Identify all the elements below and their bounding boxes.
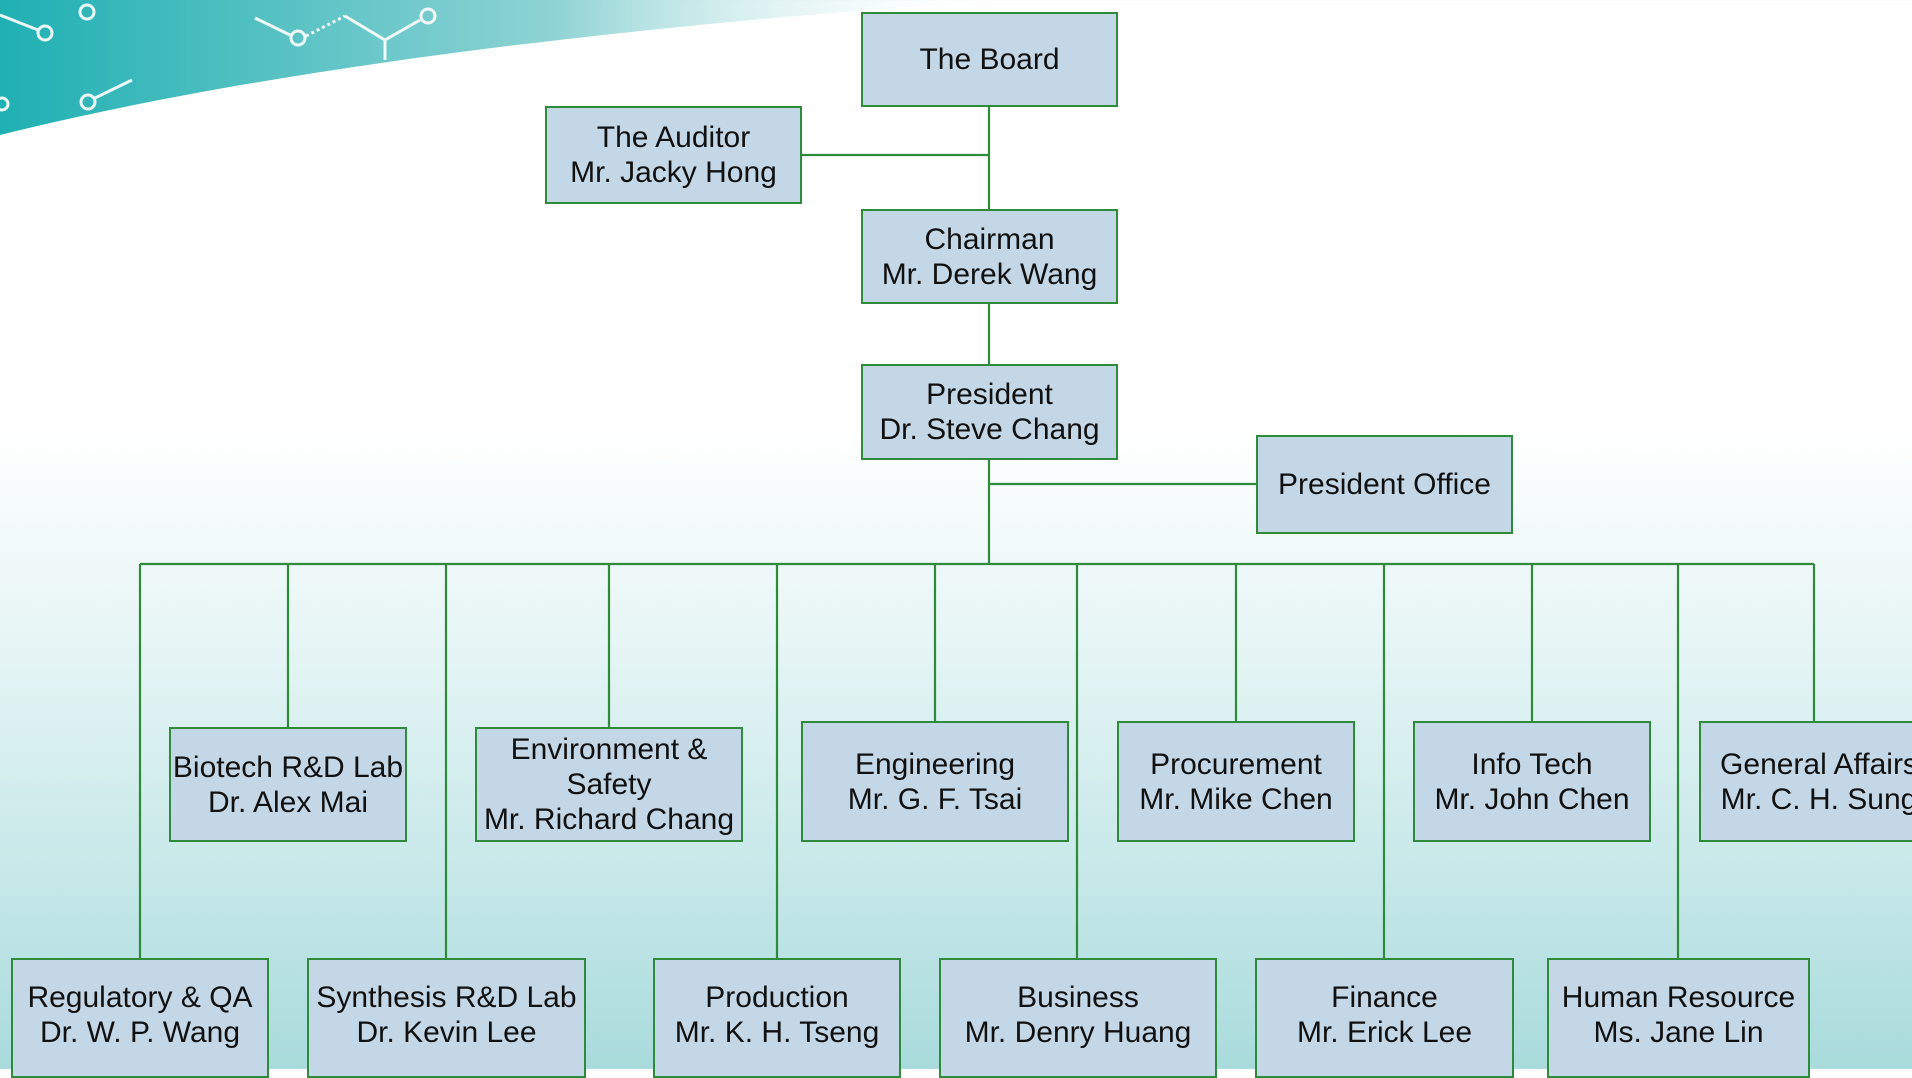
node-title: The Auditor xyxy=(596,121,751,154)
node-synthesis-rd-lab: Synthesis R&D Lab Dr. Kevin Lee xyxy=(307,958,586,1078)
node-title: Info Tech xyxy=(1471,747,1593,781)
node-title: President Office xyxy=(1278,468,1491,501)
node-chairman: Chairman Mr. Derek Wang xyxy=(861,209,1118,304)
node-title: Synthesis R&D Lab xyxy=(316,981,577,1014)
node-title-cont: Safety xyxy=(566,768,652,801)
node-general-affairs: General Affairs Mr. C. H. Sung xyxy=(1699,721,1912,842)
node-person: Dr. W. P. Wang xyxy=(39,1016,241,1049)
node-title: Human Resource xyxy=(1561,981,1796,1014)
node-person: Mr. Jacky Hong xyxy=(570,156,777,189)
node-regulatory-qa: Regulatory & QA Dr. W. P. Wang xyxy=(11,958,269,1078)
node-person: Mr. Denry Huang xyxy=(964,1016,1192,1049)
node-person: Ms. Jane Lin xyxy=(1593,1016,1764,1049)
node-president-office: President Office xyxy=(1256,435,1513,534)
node-human-resource: Human Resource Ms. Jane Lin xyxy=(1547,958,1810,1078)
node-title: Procurement xyxy=(1150,747,1322,781)
node-environment-safety: Environment & Safety Mr. Richard Chang xyxy=(475,727,743,842)
node-biotech-rd-lab: Biotech R&D Lab Dr. Alex Mai xyxy=(169,727,407,842)
node-title: Environment & xyxy=(510,733,708,766)
node-person: Mr. Derek Wang xyxy=(881,257,1098,291)
node-person: Mr. Mike Chen xyxy=(1139,782,1333,816)
node-person: Dr. Kevin Lee xyxy=(356,1016,537,1049)
node-the-auditor: The Auditor Mr. Jacky Hong xyxy=(545,106,802,204)
molecule-icon xyxy=(0,3,437,112)
node-the-board: The Board xyxy=(861,12,1118,107)
node-title: General Affairs xyxy=(1720,747,1912,781)
node-title: Business xyxy=(1017,981,1139,1014)
node-title: Biotech R&D Lab xyxy=(172,750,404,784)
header-swoosh xyxy=(0,0,1010,135)
node-title: The Board xyxy=(919,43,1060,76)
node-engineering: Engineering Mr. G. F. Tsai xyxy=(801,721,1069,842)
header-decoration xyxy=(0,0,1010,135)
node-person: Mr. K. H. Tseng xyxy=(674,1016,880,1049)
node-person: Mr. G. F. Tsai xyxy=(847,782,1023,816)
node-business: Business Mr. Denry Huang xyxy=(939,958,1217,1078)
node-procurement: Procurement Mr. Mike Chen xyxy=(1117,721,1355,842)
node-title: Engineering xyxy=(854,747,1016,781)
node-title: Production xyxy=(705,981,849,1014)
node-title: President xyxy=(926,378,1053,411)
node-title: Regulatory & QA xyxy=(27,981,253,1014)
node-person: Mr. Richard Chang xyxy=(483,803,735,836)
node-info-tech: Info Tech Mr. John Chen xyxy=(1413,721,1651,842)
node-finance: Finance Mr. Erick Lee xyxy=(1255,958,1514,1078)
node-title: Chairman xyxy=(924,222,1055,256)
node-production: Production Mr. K. H. Tseng xyxy=(653,958,901,1078)
node-title: Finance xyxy=(1331,981,1438,1014)
node-president: President Dr. Steve Chang xyxy=(861,364,1118,460)
node-person: Dr. Steve Chang xyxy=(879,413,1100,446)
node-person: Mr. C. H. Sung xyxy=(1720,782,1912,816)
node-person: Mr. John Chen xyxy=(1434,782,1630,816)
node-person: Mr. Erick Lee xyxy=(1296,1016,1473,1049)
node-person: Dr. Alex Mai xyxy=(207,785,369,819)
